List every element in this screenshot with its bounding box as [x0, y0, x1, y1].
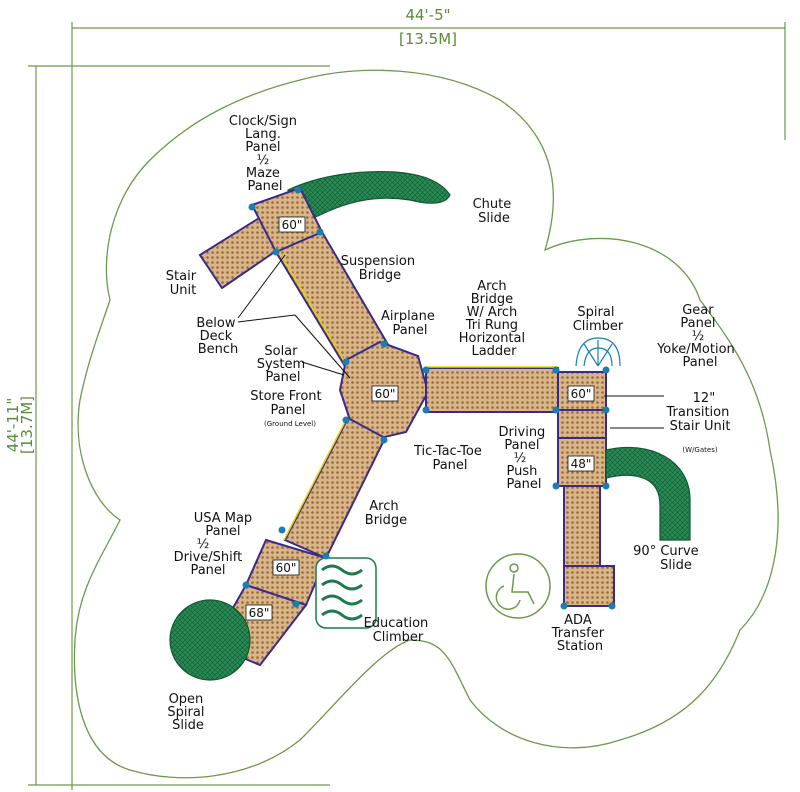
ground-level-note: (Ground Level) [264, 420, 316, 428]
lower-deck-height: 60" [276, 561, 297, 575]
usa-map-label: USA Map Panel ½ Drive/Shift Panel [174, 511, 257, 578]
top-deck-height: 60" [282, 218, 303, 232]
store-front-label: Store Front Panel [250, 389, 326, 418]
transition-stair-label: 12" Transition Stair Unit [665, 391, 733, 434]
tic-tac-toe-label: Tic-Tac-Toe Panel [413, 444, 486, 473]
curve-slide-label: 90° Curve Slide [633, 544, 703, 573]
clock-sign-label: Clock/Sign Lang. Panel ½ Maze Panel [229, 114, 301, 194]
arch-ladder-bridge-drawing [425, 366, 559, 413]
stair-unit-label: Stair Unit [166, 269, 200, 298]
width-dimension [71, 22, 786, 790]
right-mid-deck-height: 48" [571, 457, 592, 471]
chute-slide [287, 171, 451, 221]
airplane-panel-label: Airplane Panel [381, 309, 439, 338]
below-deck-bench-label: Below Deck Bench [196, 316, 239, 357]
arch-bridge-drawing [283, 416, 387, 560]
bench-leader-lines [237, 254, 664, 429]
component-labels: Clock/Sign Lang. Panel ½ Maze Panel Chut… [166, 114, 739, 733]
width-ft-label: 44'-5" [405, 6, 450, 24]
arch-bridge-label: Arch Bridge [365, 499, 407, 528]
education-climber-drawing [315, 557, 377, 629]
chute-slide-label: Chute Slide [473, 197, 516, 226]
center-deck-height: 60" [375, 387, 396, 401]
open-spiral-slide-drawing [169, 599, 251, 681]
gear-panel-label: Gear Panel ½ Yoke/Motion Panel [656, 303, 739, 370]
driving-panel-label: Driving Panel ½ Push Panel [499, 425, 550, 492]
deck-height-labels: 60" 60" 60" 68" 60" 48" [245, 216, 595, 621]
height-ft-label: 44'-11" [4, 398, 22, 453]
height-m-label: [13.7M] [18, 396, 36, 454]
spiral-climber-label: Spiral Climber [573, 305, 624, 334]
bottom-deck-height: 68" [249, 606, 270, 620]
open-spiral-label: Open Spiral Slide [167, 692, 208, 733]
ada-symbol [485, 553, 551, 619]
curve-slide-drawing [605, 446, 691, 541]
spiral-climber-drawing [575, 337, 621, 367]
suspension-bridge-label: Suspension Bridge [341, 254, 419, 283]
with-gates-note: (W/Gates) [682, 446, 717, 454]
arch-ladder-label: Arch Bridge W/ Arch Tri Rung Horizontal … [459, 279, 530, 359]
education-climber-label: Education Climber [364, 616, 433, 645]
use-zone-boundary [73, 69, 779, 779]
solar-system-label: Solar System Panel [257, 344, 310, 385]
posts [242, 186, 616, 610]
right-top-deck-height: 60" [571, 387, 592, 401]
ada-transfer-label: ADA Transfer Station [551, 613, 608, 654]
width-m-label: [13.5M] [399, 30, 457, 48]
height-dimension [28, 65, 330, 786]
